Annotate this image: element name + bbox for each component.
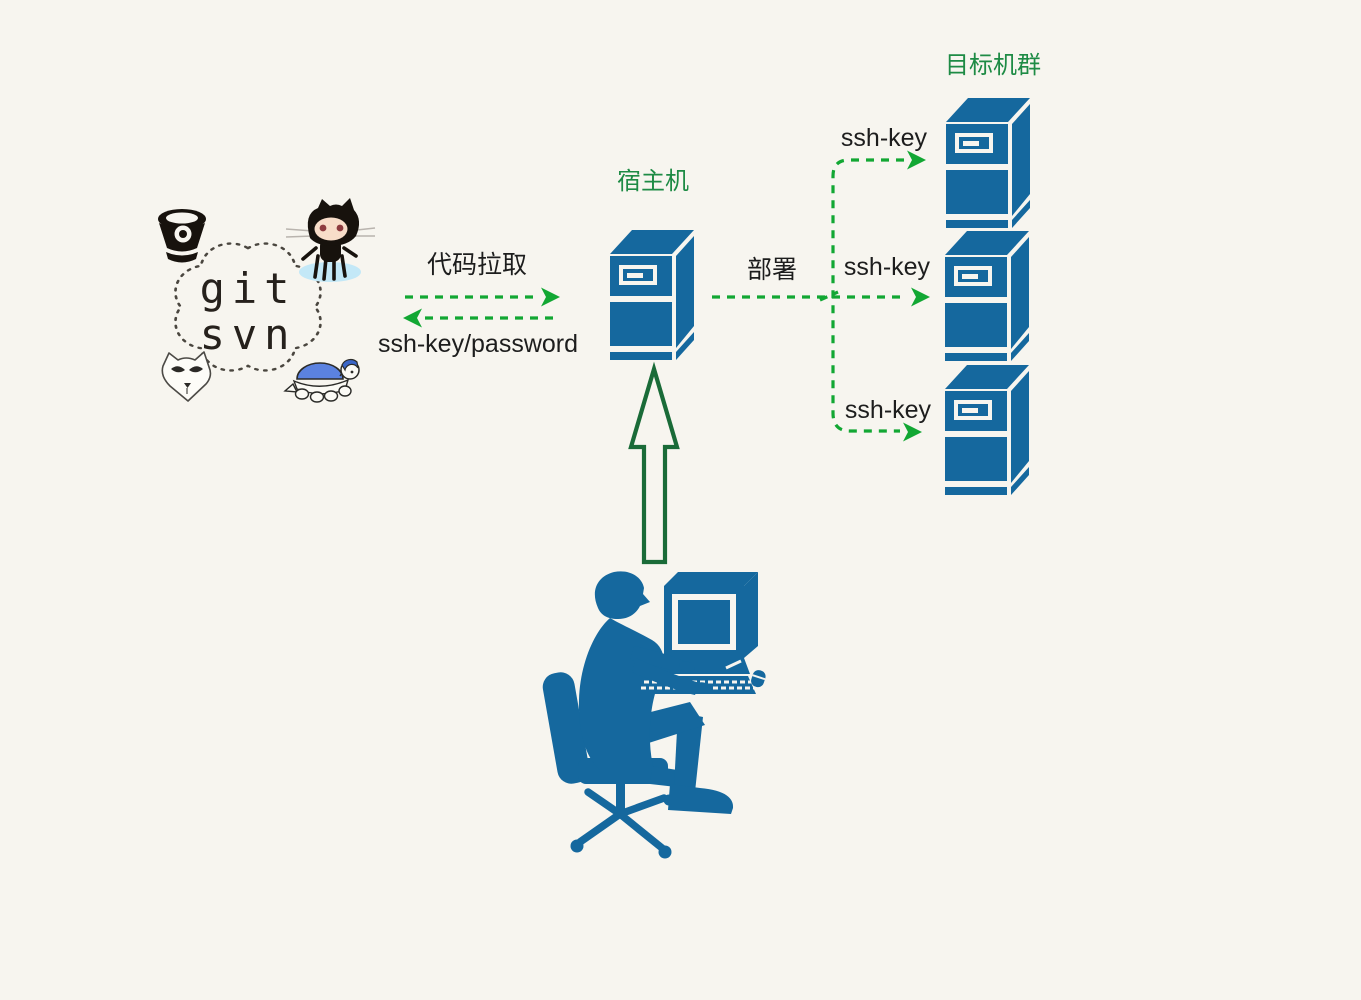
ssh-key-label-top: ssh-key <box>841 124 928 152</box>
git-svn-cloud: git svn <box>174 242 322 372</box>
github-octocat-icon <box>285 198 376 282</box>
host-server-icon <box>608 228 696 362</box>
tortoisesvn-turtle-icon <box>283 358 360 403</box>
ssh-key-branch-line <box>831 150 926 442</box>
bitbucket-icon <box>158 209 206 263</box>
monitor-screen <box>678 600 730 644</box>
cloud-text-svn: svn <box>200 310 297 359</box>
ssh-key-arrowhead-bottom <box>903 422 922 442</box>
auth-return-arrow <box>403 308 560 328</box>
deploy-label: 部署 <box>747 256 797 284</box>
gitlab-fox-icon <box>161 351 212 402</box>
code-pull-label: 代码拉取 <box>427 251 527 279</box>
person-at-computer-icon <box>542 571 766 859</box>
mouse <box>751 670 766 688</box>
monitor-side <box>744 572 758 658</box>
target-server-3-icon <box>943 363 1031 497</box>
auth-return-label: ssh-key/password <box>378 330 578 358</box>
ssh-key-arrowhead-top <box>907 150 926 170</box>
monitor-top <box>664 572 758 586</box>
host-label: 宿主机 <box>617 168 689 195</box>
up-arrow-icon <box>628 361 680 565</box>
person-arms <box>630 646 711 695</box>
ssh-key-label-bottom: ssh-key <box>845 396 932 424</box>
target-group-label: 目标机群 <box>945 52 1041 79</box>
target-server-1-icon <box>944 96 1032 230</box>
deploy-arrow <box>712 287 930 307</box>
code-pull-arrow <box>405 287 560 307</box>
person-head <box>594 571 650 619</box>
target-server-2-icon <box>943 229 1031 363</box>
ssh-key-label-middle: ssh-key <box>844 253 931 281</box>
cloud-text-git: git <box>200 264 297 313</box>
